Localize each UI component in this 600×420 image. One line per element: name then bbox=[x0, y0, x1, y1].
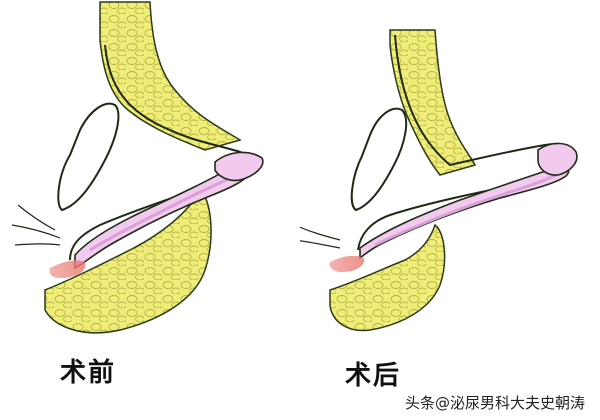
after-anatomy-illustration bbox=[300, 29, 578, 332]
before-surgery-panel: 术前 bbox=[11, 1, 264, 388]
after-surgery-caption: 术后 bbox=[345, 361, 402, 391]
pubic-bone bbox=[57, 102, 120, 212]
shaft-stripe bbox=[374, 171, 561, 247]
cord-lines bbox=[300, 226, 341, 249]
highlighted-region bbox=[329, 255, 365, 272]
watermark-text: 头条@泌尿男科大夫史朝涛 bbox=[405, 394, 586, 412]
before-surgery-caption: 术前 bbox=[60, 358, 117, 388]
glans bbox=[214, 151, 264, 182]
before-anatomy-illustration bbox=[11, 1, 264, 334]
cord-lines bbox=[11, 204, 61, 246]
pubic-bone bbox=[350, 107, 408, 212]
after-surgery-panel: 术后 bbox=[300, 0, 600, 420]
glans bbox=[537, 142, 578, 176]
lower-fat-layer bbox=[44, 188, 212, 334]
upper-fat-layer bbox=[99, 1, 242, 151]
penile-shaft bbox=[359, 165, 570, 260]
upper-fat-layer bbox=[389, 29, 477, 176]
highlighted-region bbox=[49, 260, 86, 278]
lower-fat-layer bbox=[329, 223, 446, 332]
